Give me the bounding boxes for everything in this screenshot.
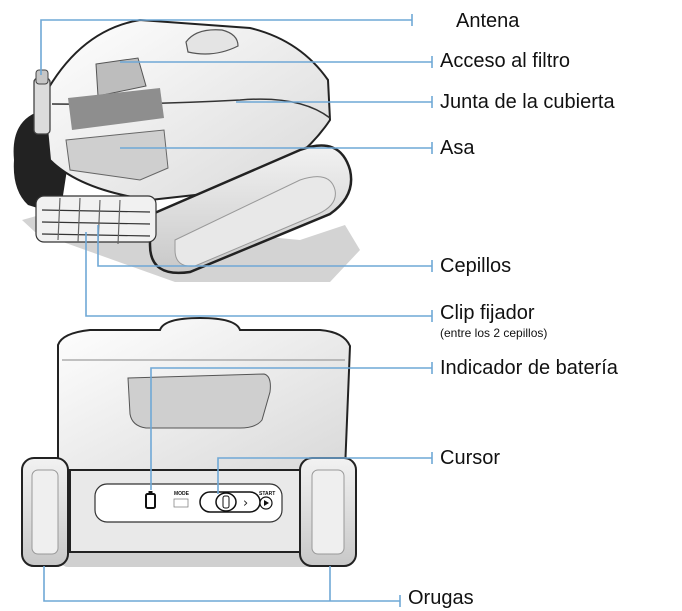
carry-handle <box>65 129 169 181</box>
mode-label: MODE <box>174 491 190 497</box>
filter-recess <box>68 88 164 130</box>
label-cursor: Cursor <box>440 447 501 469</box>
callout-antena <box>40 19 412 75</box>
mode-ticks <box>173 498 189 508</box>
front-left-track-inner <box>31 469 59 555</box>
brushes <box>35 195 157 245</box>
right-track-face <box>174 176 336 267</box>
callout-cepillos <box>97 225 432 267</box>
label-indicador-bateria: Indicador de batería <box>440 357 618 379</box>
label-clip-fijador: Clip fijador <box>440 302 535 324</box>
antenna <box>33 77 51 135</box>
callout-clip <box>85 232 432 317</box>
robot-front-view: MODE › START <box>21 316 357 567</box>
label-orugas: Orugas <box>408 587 474 609</box>
callout-orugas <box>43 566 400 602</box>
battery-cap <box>148 491 153 494</box>
front-handle <box>127 373 271 429</box>
label-antena: Antena <box>456 10 520 32</box>
filter-access <box>95 57 147 97</box>
antenna-tip <box>35 69 49 85</box>
label-junta-cubierta: Junta de la cubierta <box>440 91 615 113</box>
callout-lines <box>40 19 432 602</box>
top-bump <box>185 29 239 55</box>
label-acceso-filtro: Acceso al filtro <box>440 50 571 72</box>
callout-cursor <box>217 457 432 494</box>
callout-end-ticks <box>399 14 433 607</box>
label-clip-note: (entre los 2 cepillos) <box>440 326 548 340</box>
play-icon <box>264 500 269 506</box>
label-asa: Asa <box>440 137 475 159</box>
front-right-track-inner <box>311 469 345 555</box>
label-cepillos: Cepillos <box>440 255 512 277</box>
callout-bateria <box>150 367 432 490</box>
cursor-knob-grip <box>222 495 230 509</box>
start-label: START <box>259 491 275 497</box>
battery-icon <box>145 493 156 509</box>
robot-perspective-view <box>13 18 360 282</box>
chevron-right-icon: › <box>243 496 248 511</box>
